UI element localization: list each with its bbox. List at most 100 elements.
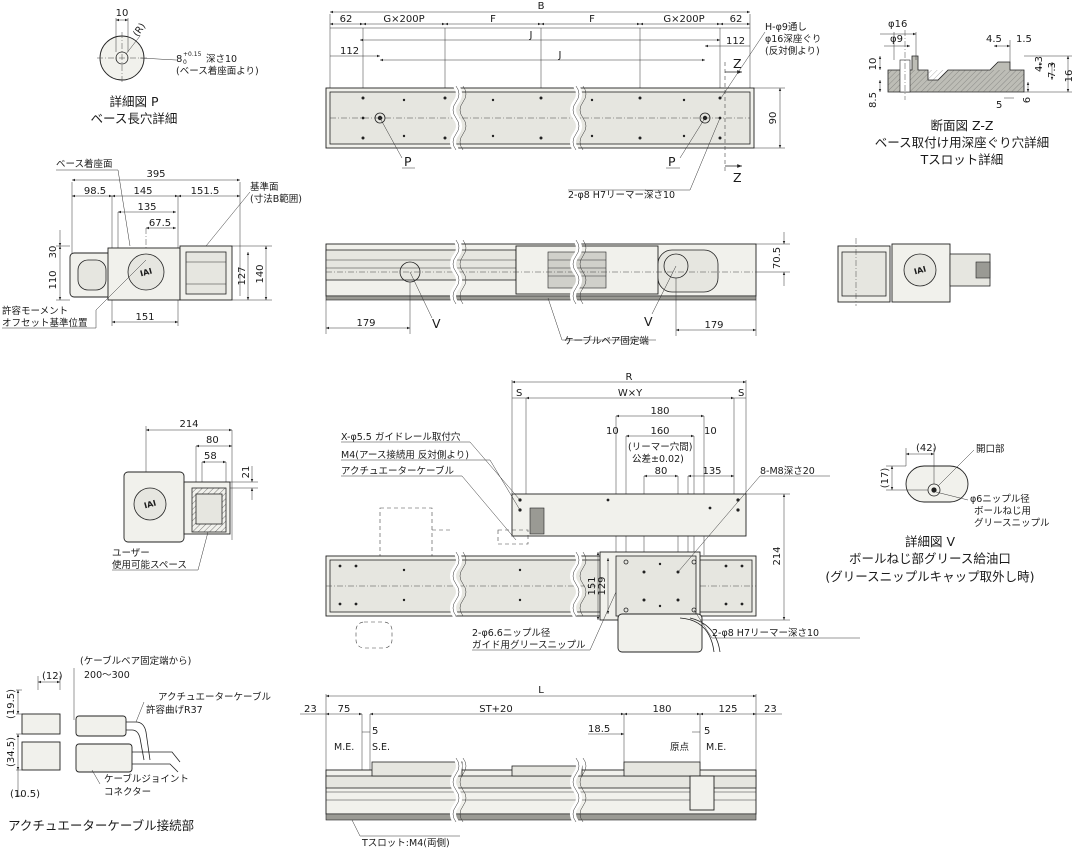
side-h705: 70.5 [772,247,783,269]
svg-text:IAI: IAI [139,267,153,279]
detail-v-w42: (42) [916,443,937,454]
end-ref-range: (寸法B範囲) [250,193,302,205]
end-h140: 140 [255,264,266,283]
top-through-hole: H-φ9通し [765,22,807,33]
slider-w10a: 10 [606,426,619,437]
end-w675: 67.5 [149,218,171,229]
detail-p-width: 10 [116,8,129,19]
end-h30: 30 [48,246,59,259]
end-w985: 98.5 [84,186,106,197]
top-z-bottom: Z [733,170,742,185]
detail-v-nipple3: グリースニップル [974,517,1050,529]
top-counterbore-side: (反対側より) [765,45,820,57]
cable-bend2: 許容曲げR37 [146,704,203,716]
slider-w80: 80 [655,466,668,477]
top-height: 90 [768,112,779,125]
bottom-tslot: Tスロット:M4(両側) [361,837,450,849]
cable-h105: (10.5) [10,789,40,800]
side-v-right: V [644,314,653,329]
zz-w5: 5 [996,100,1002,111]
detail-p-tol-lower: 0 [183,59,187,66]
detail-v-title: 詳細図 V [905,534,955,549]
top-inner-left: 112 [340,46,359,57]
bottom-w180: 180 [652,704,671,715]
top-total: B [538,1,545,12]
slider-s-left: S [516,388,522,399]
end-w145: 145 [133,186,152,197]
user-w214: 214 [179,419,198,430]
slider-s-right: S [738,388,744,399]
slider-m4: M4(アース接続用 反対側より) [341,449,469,461]
slider-m8: 8-M8深さ20 [760,466,815,477]
user-space: 214 80 58 IAI 21 ユーザー 使用可能スペース [112,419,258,571]
zz-h73: 7.3 [1047,62,1058,78]
detail-p-note: (ベース着座面より) [176,65,259,77]
cable-h195: (19.5) [6,689,17,719]
bottom-e23r: 23 [764,704,777,715]
detail-p-tol-upper: +0.15 [183,51,202,58]
end-w1515: 151.5 [191,186,220,197]
top-p-right: P [668,154,676,169]
user-w80: 80 [206,435,219,446]
zz-h85: 8.5 [868,92,879,108]
slider-h214: 214 [772,546,783,565]
main-body-holes [338,564,744,606]
top-edge-right: 62 [730,14,743,25]
zz-h43: 4.3 [1034,56,1045,72]
cable-joint2: コネクター [104,787,151,798]
end-h110: 110 [48,270,59,289]
side-v-left: V [432,316,441,331]
end-w135: 135 [137,202,156,213]
end-moment1: 許容モーメント [2,305,68,317]
detail-v-nipple1: φ6ニップル径 [970,493,1030,505]
zz-h6: 6 [1022,97,1033,103]
cable-from2: 200〜300 [84,670,130,681]
svg-text:IAI: IAI [143,499,157,511]
slider-nipple2: ガイド用グリースニップル [472,639,586,651]
detail-v: (42) (17) 開口部 φ6ニップル径 ボールねじ用 グリースニップル 詳細… [825,443,1050,584]
side-cable-fixed: ケーブルベア固定端 [564,335,649,347]
detail-p: 10 (R) 8 +0.15 0 深さ10 (ベース着座面より) 詳細図 P ベ… [91,8,259,126]
end-view: ベース着座面 395 98.5 145 151.5 135 67.5 IAI 基… [2,158,302,329]
end-moment2: オフセット基準位置 [2,317,88,329]
zz-w15: 1.5 [1016,34,1032,45]
bottom-total: L [538,685,544,696]
zz-subtitle1: ベース取付け用深座ぐり穴詳細 [875,135,1049,150]
top-view: B 62 G×200P F F G×200P 62 J J 112 112 [325,1,821,201]
bottom-w185: 18.5 [588,724,610,735]
user-w58: 58 [204,451,217,462]
zz-d16: φ16 [888,19,907,30]
bottom-me-right: M.E. [706,742,726,753]
cable-w12: (12) [42,671,63,682]
cable-h345: (34.5) [6,737,17,767]
side-right179: 179 [704,320,723,331]
bottom-me-left: M.E. [334,742,354,753]
slider-reamer8: 2-φ8 H7リーマー深さ10 [712,628,819,639]
bottom-se: S.E. [372,742,390,753]
detail-v-nipple2: ボールねじ用 [974,506,1031,517]
bottom-w5b: 5 [704,726,710,737]
slider-reamer-pitch1: (リーマー穴間) [628,441,692,453]
top-pitch-left: G×200P [383,14,424,25]
detail-p-title: 詳細図 P [109,94,158,109]
detail-v-subtitle1: ボールねじ部グリース給油口 [849,551,1011,566]
slider-h129: 129 [597,576,608,595]
top-j-lower: J [558,50,562,61]
end-base-face: ベース着座面 [56,158,113,170]
detail-p-depth: 深さ10 [206,54,237,65]
top-f-right: F [589,14,595,25]
top-f-left: F [490,14,496,25]
top-p-left: P [404,154,412,169]
top-counterbore: φ16深座ぐり [765,33,821,45]
top-j-upper: J [529,30,533,41]
detail-v-opening: 開口部 [976,443,1005,455]
slider-w160: 160 [650,426,669,437]
slider-r: R [626,372,633,383]
top-pitch-right: G×200P [663,14,704,25]
svg-text:IAI: IAI [913,265,927,277]
cable-joint: (12) (19.5) (34.5) (10.5) (ケーブルベア固定端から) … [6,655,271,833]
top-reamer: 2-φ8 H7リーマー深さ10 [568,190,675,201]
slider-w10b: 10 [704,426,717,437]
slider-w135: 135 [702,466,721,477]
end-total: 395 [146,169,165,180]
